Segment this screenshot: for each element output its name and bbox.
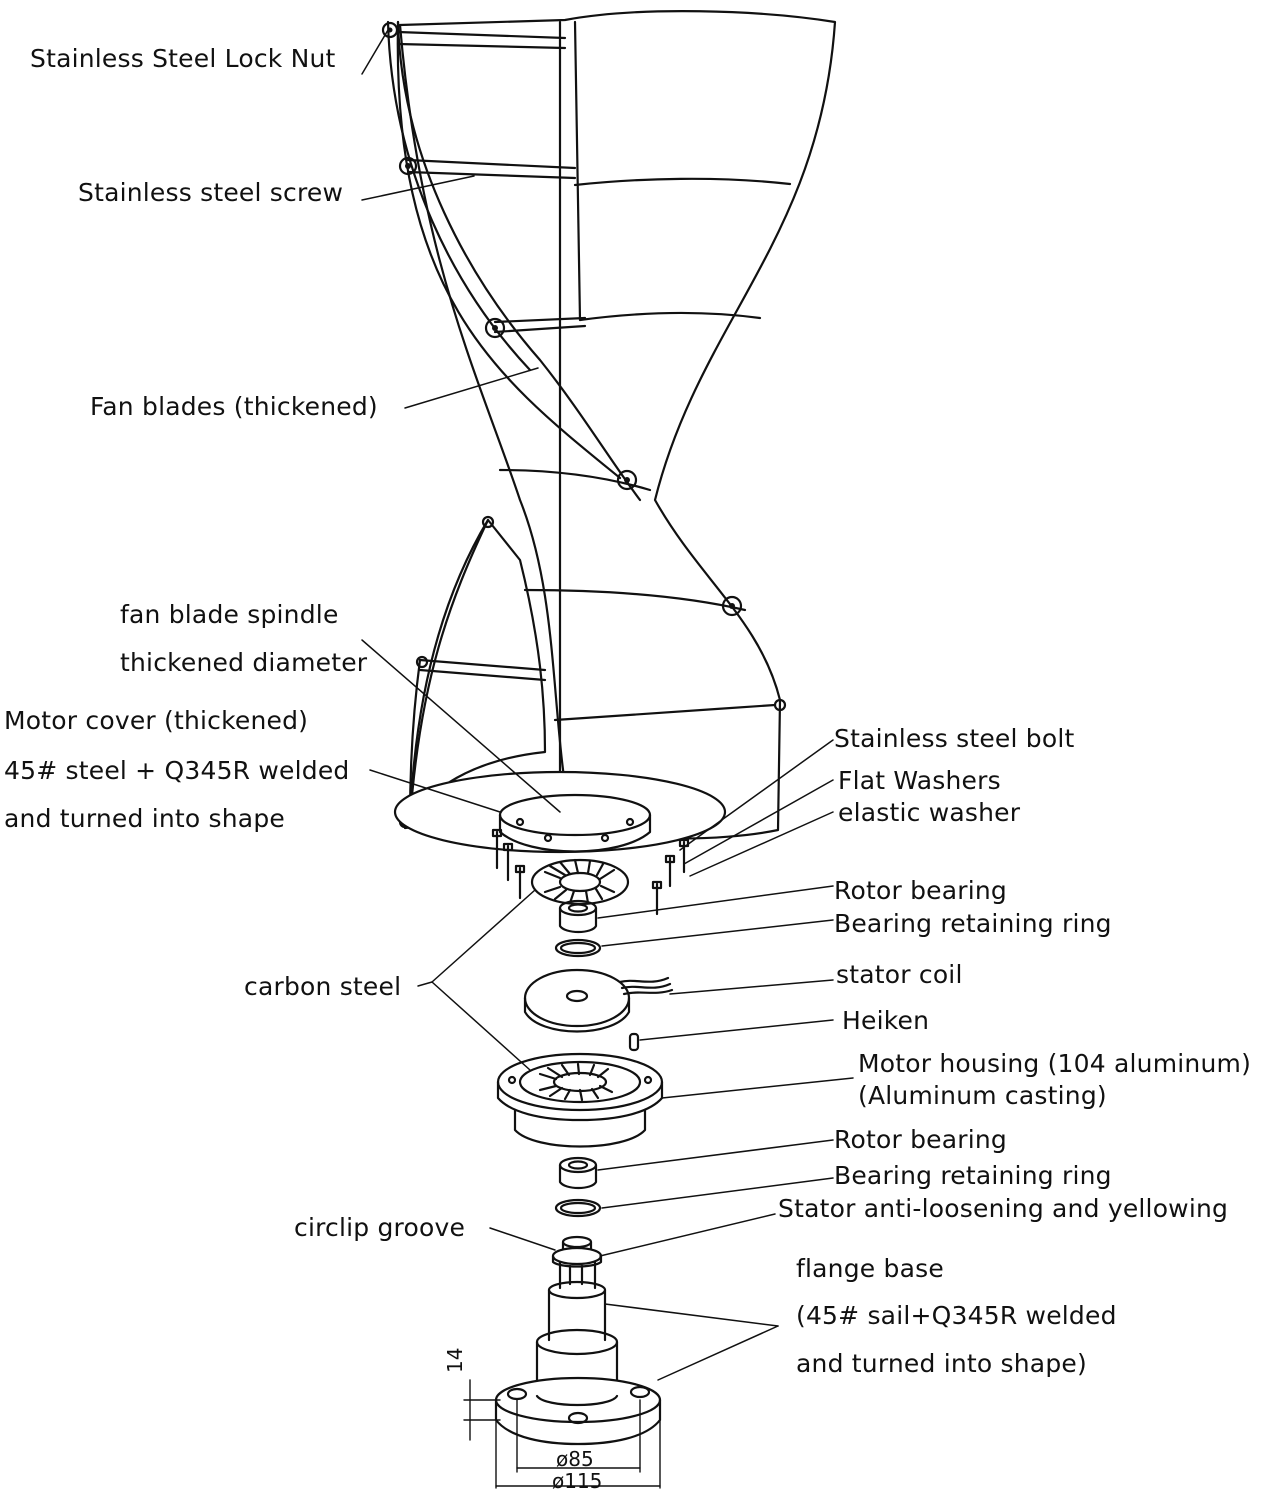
heiken-pin <box>628 1032 640 1052</box>
dimension-lines <box>463 1379 661 1489</box>
label-flat-washers: Flat Washers <box>838 766 1001 795</box>
rotor-bearing-1 <box>558 899 598 934</box>
label-flange-3: and turned into shape) <box>796 1349 1087 1378</box>
label-rotor-bearing-2: Rotor bearing <box>834 1125 1007 1154</box>
rotor-magnet-ring <box>530 858 630 906</box>
leader-lines <box>361 29 854 1381</box>
dimension-height: 14 <box>443 1347 467 1373</box>
label-stator-anti-loosening: Stator anti-loosening and yellowing <box>778 1194 1229 1223</box>
retaining-ring-2 <box>554 1198 602 1218</box>
label-motor-cover-3: and turned into shape <box>4 804 285 833</box>
bolts-left <box>491 828 526 900</box>
nut-details <box>387 27 735 609</box>
label-retaining-ring-2: Bearing retaining ring <box>834 1161 1112 1190</box>
label-housing-1: Motor housing (104 aluminum) <box>858 1049 1252 1078</box>
label-lock-nut: Stainless Steel Lock Nut <box>30 44 336 73</box>
stator-disk <box>523 968 674 1033</box>
label-screw: Stainless steel screw <box>78 178 344 207</box>
label-housing-2: (Aluminum casting) <box>858 1081 1107 1110</box>
blade-assembly <box>381 10 837 854</box>
label-spindle-2: thickened diameter <box>120 648 368 677</box>
label-carbon-steel: carbon steel <box>244 972 402 1001</box>
label-bolt: Stainless steel bolt <box>834 724 1075 753</box>
bolts-right <box>651 838 690 916</box>
label-fan-blades: Fan blades (thickened) <box>90 392 378 421</box>
label-spindle-1: fan blade spindle <box>120 600 339 629</box>
label-flange-2: (45# sail+Q345R welded <box>796 1301 1117 1330</box>
rotor-bearing-2 <box>558 1156 598 1190</box>
label-elastic-washer: elastic washer <box>838 798 1021 827</box>
flange-base <box>494 1235 662 1446</box>
label-motor-cover-2: 45# steel + Q345R welded <box>4 756 350 785</box>
label-stator-coil: stator coil <box>836 960 963 989</box>
dimension-inner-diameter: ø85 <box>556 1447 594 1471</box>
label-flange-1: flange base <box>796 1254 944 1283</box>
label-retaining-ring-1: Bearing retaining ring <box>834 909 1112 938</box>
motor-housing <box>496 1052 664 1148</box>
label-circlip-groove: circlip groove <box>294 1213 466 1242</box>
dimension-outer-diameter: ø115 <box>552 1469 603 1493</box>
retaining-ring-1 <box>554 938 602 958</box>
label-motor-cover-1: Motor cover (thickened) <box>4 706 309 735</box>
label-heiken: Heiken <box>842 1006 930 1035</box>
label-rotor-bearing-1: Rotor bearing <box>834 876 1007 905</box>
